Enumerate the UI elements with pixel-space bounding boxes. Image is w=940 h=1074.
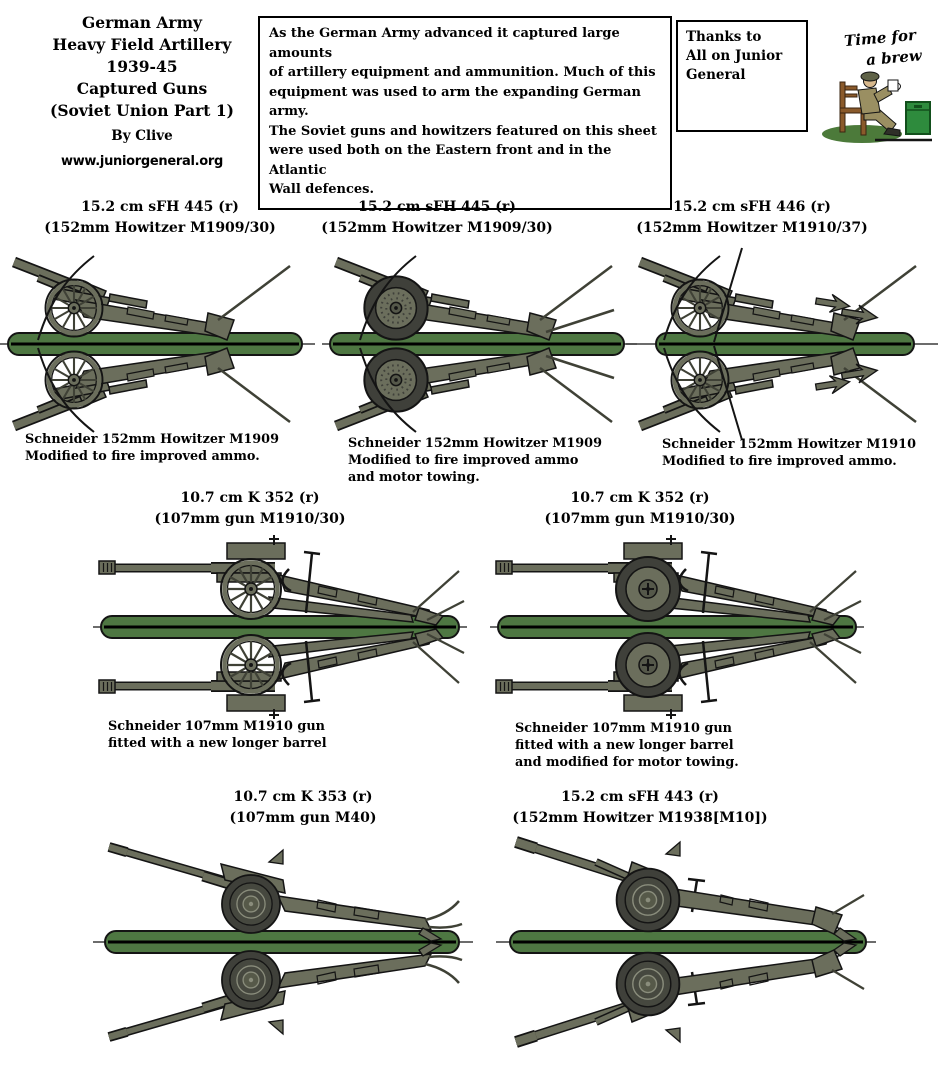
- gun-caption-sfh445-1: Schneider 152mm Howitzer M1909 Modified …: [25, 432, 279, 464]
- chair-icon: [839, 81, 867, 136]
- soldier-tea-illustration: [822, 71, 932, 143]
- gun-designation: (107mm gun M1910/30): [544, 511, 736, 527]
- gun-caption-k352-2: Schneider 107mm M1910 gun fitted with a …: [515, 721, 739, 770]
- gun-caption-sfh445-2: Schneider 152mm Howitzer M1909 Modified …: [348, 436, 602, 485]
- gun-name: 15.2 cm sFH 445 (r): [81, 199, 239, 215]
- gun-caption-k352-1: Schneider 107mm M1910 gun fitted with a …: [108, 719, 327, 751]
- gun-title-sfh445-2: 15.2 cm sFH 445 (r) (152mm Howitzer M190…: [287, 197, 587, 239]
- gun-name: 10.7 cm K 352 (r): [570, 490, 710, 506]
- mug-icon: [887, 79, 899, 92]
- sheet-title-block: German Army Heavy Field Artillery 1939-4…: [28, 12, 256, 169]
- gun-name: 10.7 cm K 352 (r): [180, 490, 320, 506]
- gun-title-k352-2: 10.7 cm K 352 (r) (107mm gun M1910/30): [490, 488, 790, 530]
- sheet-title-line: Heavy Field Artillery: [52, 35, 232, 54]
- k353-illustration: [93, 830, 473, 1060]
- gun-name: 10.7 cm K 353 (r): [233, 789, 373, 805]
- soldier-icon: [857, 71, 901, 137]
- sheet-title-line: (Soviet Union Part 1): [50, 101, 234, 120]
- gun-title-k352-1: 10.7 cm K 352 (r) (107mm gun M1910/30): [100, 488, 400, 530]
- sfh445-illustration-1: [0, 244, 315, 449]
- sfh445-illustration-2: [322, 244, 637, 449]
- gun-name: 15.2 cm sFH 446 (r): [673, 199, 831, 215]
- gun-title-sfh445-1: 15.2 cm sFH 445 (r) (152mm Howitzer M190…: [10, 197, 310, 239]
- gun-designation: (107mm gun M40): [229, 810, 377, 826]
- sfh446-illustration: [626, 244, 938, 449]
- gun-designation: (152mm Howitzer M1909/30): [321, 220, 553, 236]
- gun-designation: (107mm gun M1910/30): [154, 511, 346, 527]
- gun-title-sfh446: 15.2 cm sFH 446 (r) (152mm Howitzer M191…: [602, 197, 902, 239]
- gun-designation: (152mm Howitzer M1909/30): [44, 220, 276, 236]
- sheet-title-line: 1939-45: [106, 57, 178, 76]
- byline: By Clive: [111, 128, 173, 144]
- sheet-title-line: Captured Guns: [76, 79, 208, 98]
- website-url: www.juniorgeneral.org: [60, 154, 224, 169]
- thanks-box: Thanks to All on Junior General: [676, 20, 808, 132]
- k352-illustration-2: [490, 532, 864, 727]
- gun-name: 15.2 cm sFH 445 (r): [358, 199, 516, 215]
- brew-caption-line2: a brew: [865, 46, 923, 70]
- sfh443-illustration: [496, 830, 876, 1060]
- gun-title-k353: 10.7 cm K 353 (r) (107mm gun M40): [153, 787, 453, 829]
- gun-caption-sfh446: Schneider 152mm Howitzer M1910 Modified …: [662, 437, 916, 469]
- gun-designation: (152mm Howitzer M1910/37): [636, 220, 868, 236]
- tea-break-illustration-block: Time for a brew: [820, 26, 938, 148]
- gun-name: 15.2 cm sFH 443 (r): [561, 789, 719, 805]
- crate-icon: [905, 101, 931, 135]
- k352-illustration-1: [93, 532, 467, 727]
- gun-title-sfh443: 15.2 cm sFH 443 (r) (152mm Howitzer M193…: [490, 787, 790, 829]
- sheet-title-line: German Army: [82, 13, 202, 32]
- gun-designation: (152mm Howitzer M1938[M10]): [512, 810, 768, 826]
- description-box: As the German Army advanced it captured …: [258, 16, 672, 210]
